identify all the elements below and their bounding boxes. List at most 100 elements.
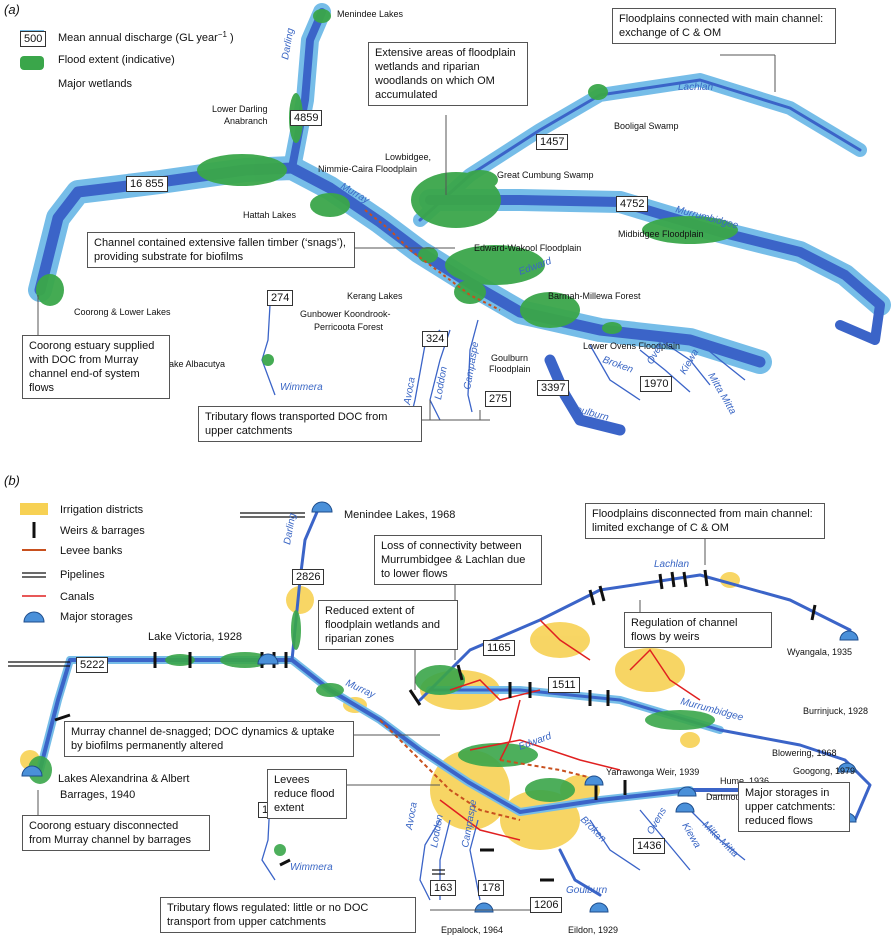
discharge-b-murray: 5222 (76, 657, 109, 673)
discharge-a-wimmera: 274 (267, 290, 294, 306)
legend-storage-symbol (23, 611, 45, 623)
callout-b-levees: Levees reduce flood extent (267, 769, 347, 819)
discharge-a-murray: 16 855 (126, 176, 168, 192)
callout-a-tributary: Tributary flows transported DOC from upp… (198, 406, 422, 442)
place-lower-darling-1: Lower Darling (212, 104, 268, 114)
panel-a-leaders (37, 54, 776, 421)
legend-discharge-label: Mean annual discharge (GL year−1 ) (58, 30, 234, 44)
place-gunbower-2: Perricoota Forest (314, 322, 384, 332)
discharge-a-darling: 4859 (290, 110, 323, 126)
legend-discharge-sample: 500 (20, 31, 47, 47)
panel-a-map: (a) Mean annual discharge (GL year−1 ) F… (4, 2, 891, 436)
river-b-darling: Darling (282, 512, 298, 546)
place-b-eildon: Eildon, 1929 (568, 925, 618, 935)
river-b-mitta: Mitta Mitta (700, 819, 741, 860)
legend-irrigation-label: Irrigation districts (60, 504, 144, 516)
place-edward-wakool: Edward-Wakool Floodplain (474, 243, 581, 253)
panel-b-weirs (54, 569, 817, 882)
callout-b-disconnected: Floodplains disconnected from main chann… (585, 503, 825, 539)
place-booligal: Booligal Swamp (614, 121, 679, 131)
place-hattah: Hattah Lakes (243, 210, 297, 220)
river-a-mitta: Mitta Mitta (705, 371, 738, 417)
river-a-loddon: Loddon (433, 365, 450, 400)
discharge-b-loddon: 163 (430, 880, 457, 896)
callout-a-extensive: Extensive areas of floodplain wetlands a… (368, 42, 528, 106)
place-lowbidgee-1: Lowbidgee, (385, 152, 431, 162)
callout-a-coorong: Coorong estuary supplied with DOC from M… (22, 335, 170, 399)
legend-wetland-swatch (20, 56, 44, 70)
panel-b-levees (379, 719, 601, 821)
place-b-wyangala: Wyangala, 1935 (787, 647, 852, 657)
discharge-a-campaspe: 275 (485, 391, 512, 407)
place-b-menindee: Menindee Lakes, 1968 (344, 509, 455, 521)
river-b-goulburn: Goulburn (566, 885, 608, 896)
discharge-b-darling: 2826 (292, 569, 325, 585)
panel-b-canals (439, 619, 701, 841)
panel-b-label: (b) (4, 473, 20, 488)
river-a-avoca: Avoca (402, 376, 418, 407)
place-b-yarrawonga: Yarrawonga Weir, 1939 (606, 767, 699, 777)
legend-wetland-label: Major wetlands (58, 78, 132, 90)
legend-flood-label: Flood extent (indicative) (58, 54, 175, 66)
place-b-blowering: Blowering, 1968 (772, 748, 837, 758)
callout-b-connectivity: Loss of connectivity between Murrumbidge… (374, 535, 542, 585)
legend-storages-label: Major storages (60, 611, 133, 623)
legend-pipelines-label: Pipelines (60, 569, 105, 581)
river-b-broken: Broken (578, 814, 608, 844)
discharge-a-lachlan: 1457 (536, 134, 569, 150)
discharge-b-murrumbidgee: 1511 (548, 677, 580, 693)
river-b-loddon: Loddon (429, 813, 446, 848)
river-b-wimmera: Wimmera (290, 862, 333, 873)
place-albacutya: Lake Albacutya (164, 359, 225, 369)
river-a-wimmera: Wimmera (280, 382, 323, 393)
place-b-hume: Hume, 1936 (720, 776, 769, 786)
panel-a-snags (364, 209, 501, 311)
place-gunbower-1: Gunbower Koondrook- (300, 309, 391, 319)
callout-a-floodplains: Floodplains connected with main channel:… (612, 8, 836, 44)
place-goulburn-fp-2: Floodplain (489, 364, 531, 374)
river-b-avoca: Avoca (404, 801, 420, 832)
place-kerang: Kerang Lakes (347, 291, 403, 301)
panel-b-pipelines (8, 512, 445, 875)
callout-a-snags: Channel contained extensive fallen timbe… (87, 232, 355, 268)
place-b-googong: Googong, 1979 (793, 766, 855, 776)
legend-canals-label: Canals (60, 591, 95, 603)
discharge-b-lachlan: 1165 (483, 640, 515, 656)
callout-b-coorong: Coorong estuary disconnected from Murray… (22, 815, 210, 851)
discharge-a-loddon: 324 (422, 331, 449, 347)
river-a-lachlan: Lachlan (678, 82, 713, 93)
callout-b-desnagged: Murray channel de-snagged; DOC dynamics … (64, 721, 354, 757)
river-b-lachlan: Lachlan (654, 559, 689, 570)
place-lowbidgee-2: Nimmie-Caira Floodplain (318, 164, 417, 174)
river-a-darling: Darling (280, 27, 296, 61)
panel-b-leaders (37, 535, 738, 911)
place-menindee: Menindee Lakes (337, 9, 404, 19)
place-coorong: Coorong & Lower Lakes (74, 307, 171, 317)
place-great-cumbung: Great Cumbung Swamp (497, 170, 594, 180)
river-a-kiewa: Kiewa (678, 347, 701, 376)
panel-a-label: (a) (4, 2, 20, 17)
discharge-b-ovens: 1436 (633, 838, 666, 854)
callout-b-storages: Major storages in upper catchments: redu… (738, 782, 850, 832)
discharge-a-ovens: 1970 (640, 376, 673, 392)
discharge-b-campaspe: 178 (478, 880, 505, 896)
place-barmah: Barmah-Millewa Forest (548, 291, 641, 301)
place-b-eppalock: Eppalock, 1964 (441, 925, 503, 935)
callout-b-reduced: Reduced extent of floodplain wetlands an… (318, 600, 458, 650)
legend-levees-label: Levee banks (60, 545, 123, 557)
discharge-a-goulburn: 3397 (537, 380, 570, 396)
callout-b-tributary: Tributary flows regulated: little or no … (160, 897, 416, 933)
river-a-campaspe: Campaspe (462, 341, 481, 391)
place-goulburn-fp-1: Goulburn (491, 353, 528, 363)
place-b-burrinjuck: Burrinjuck, 1928 (803, 706, 868, 716)
place-lower-darling-2: Anabranch (224, 116, 268, 126)
place-lower-ovens: Lower Ovens Floodplain (583, 341, 680, 351)
place-b-alexandrina: Lakes Alexandrina & Albert (58, 773, 189, 785)
river-b-kiewa: Kiewa (679, 821, 702, 850)
legend-irrigation-swatch (20, 503, 48, 515)
panel-b-wetlands (28, 610, 715, 856)
place-b-victoria: Lake Victoria, 1928 (148, 631, 242, 643)
place-b-barrages: Barrages, 1940 (60, 789, 135, 801)
place-midbidgee: Midbidgee Floodplain (618, 229, 704, 239)
callout-b-regulation: Regulation of channel flows by weirs (624, 612, 772, 648)
